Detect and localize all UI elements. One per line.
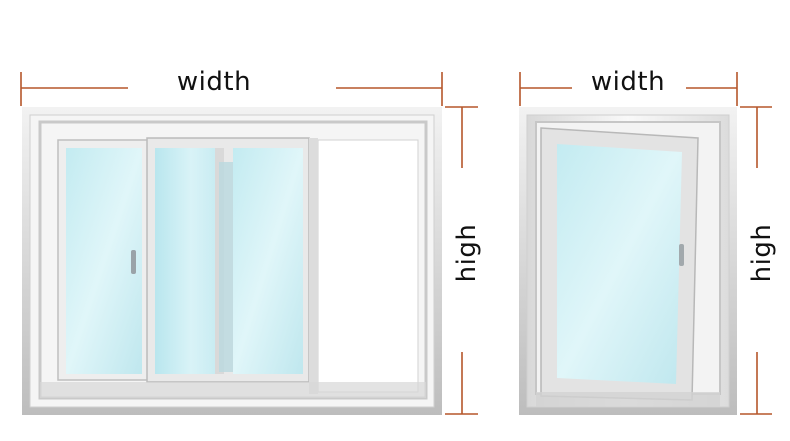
casement-window: width high [519, 67, 777, 415]
casement-height-label: high [747, 224, 777, 283]
sliding-height-label: high [452, 224, 482, 283]
casement-width-label: width [591, 67, 665, 97]
sliding-middle-glass-left [155, 148, 215, 374]
sliding-left-glass [66, 148, 142, 374]
casement-glass [557, 144, 682, 384]
sliding-right-opening [317, 139, 419, 393]
sliding-width-label: width [177, 67, 251, 97]
casement-width-dimension: width [519, 67, 738, 106]
sliding-middle-glass-right [233, 148, 303, 374]
sliding-width-dimension: width [20, 67, 443, 106]
sliding-window: width high [20, 67, 482, 415]
sliding-handle [131, 250, 136, 274]
casement-handle [679, 244, 684, 266]
casement-height-dimension: high [740, 106, 777, 415]
sliding-height-dimension: high [445, 106, 482, 415]
